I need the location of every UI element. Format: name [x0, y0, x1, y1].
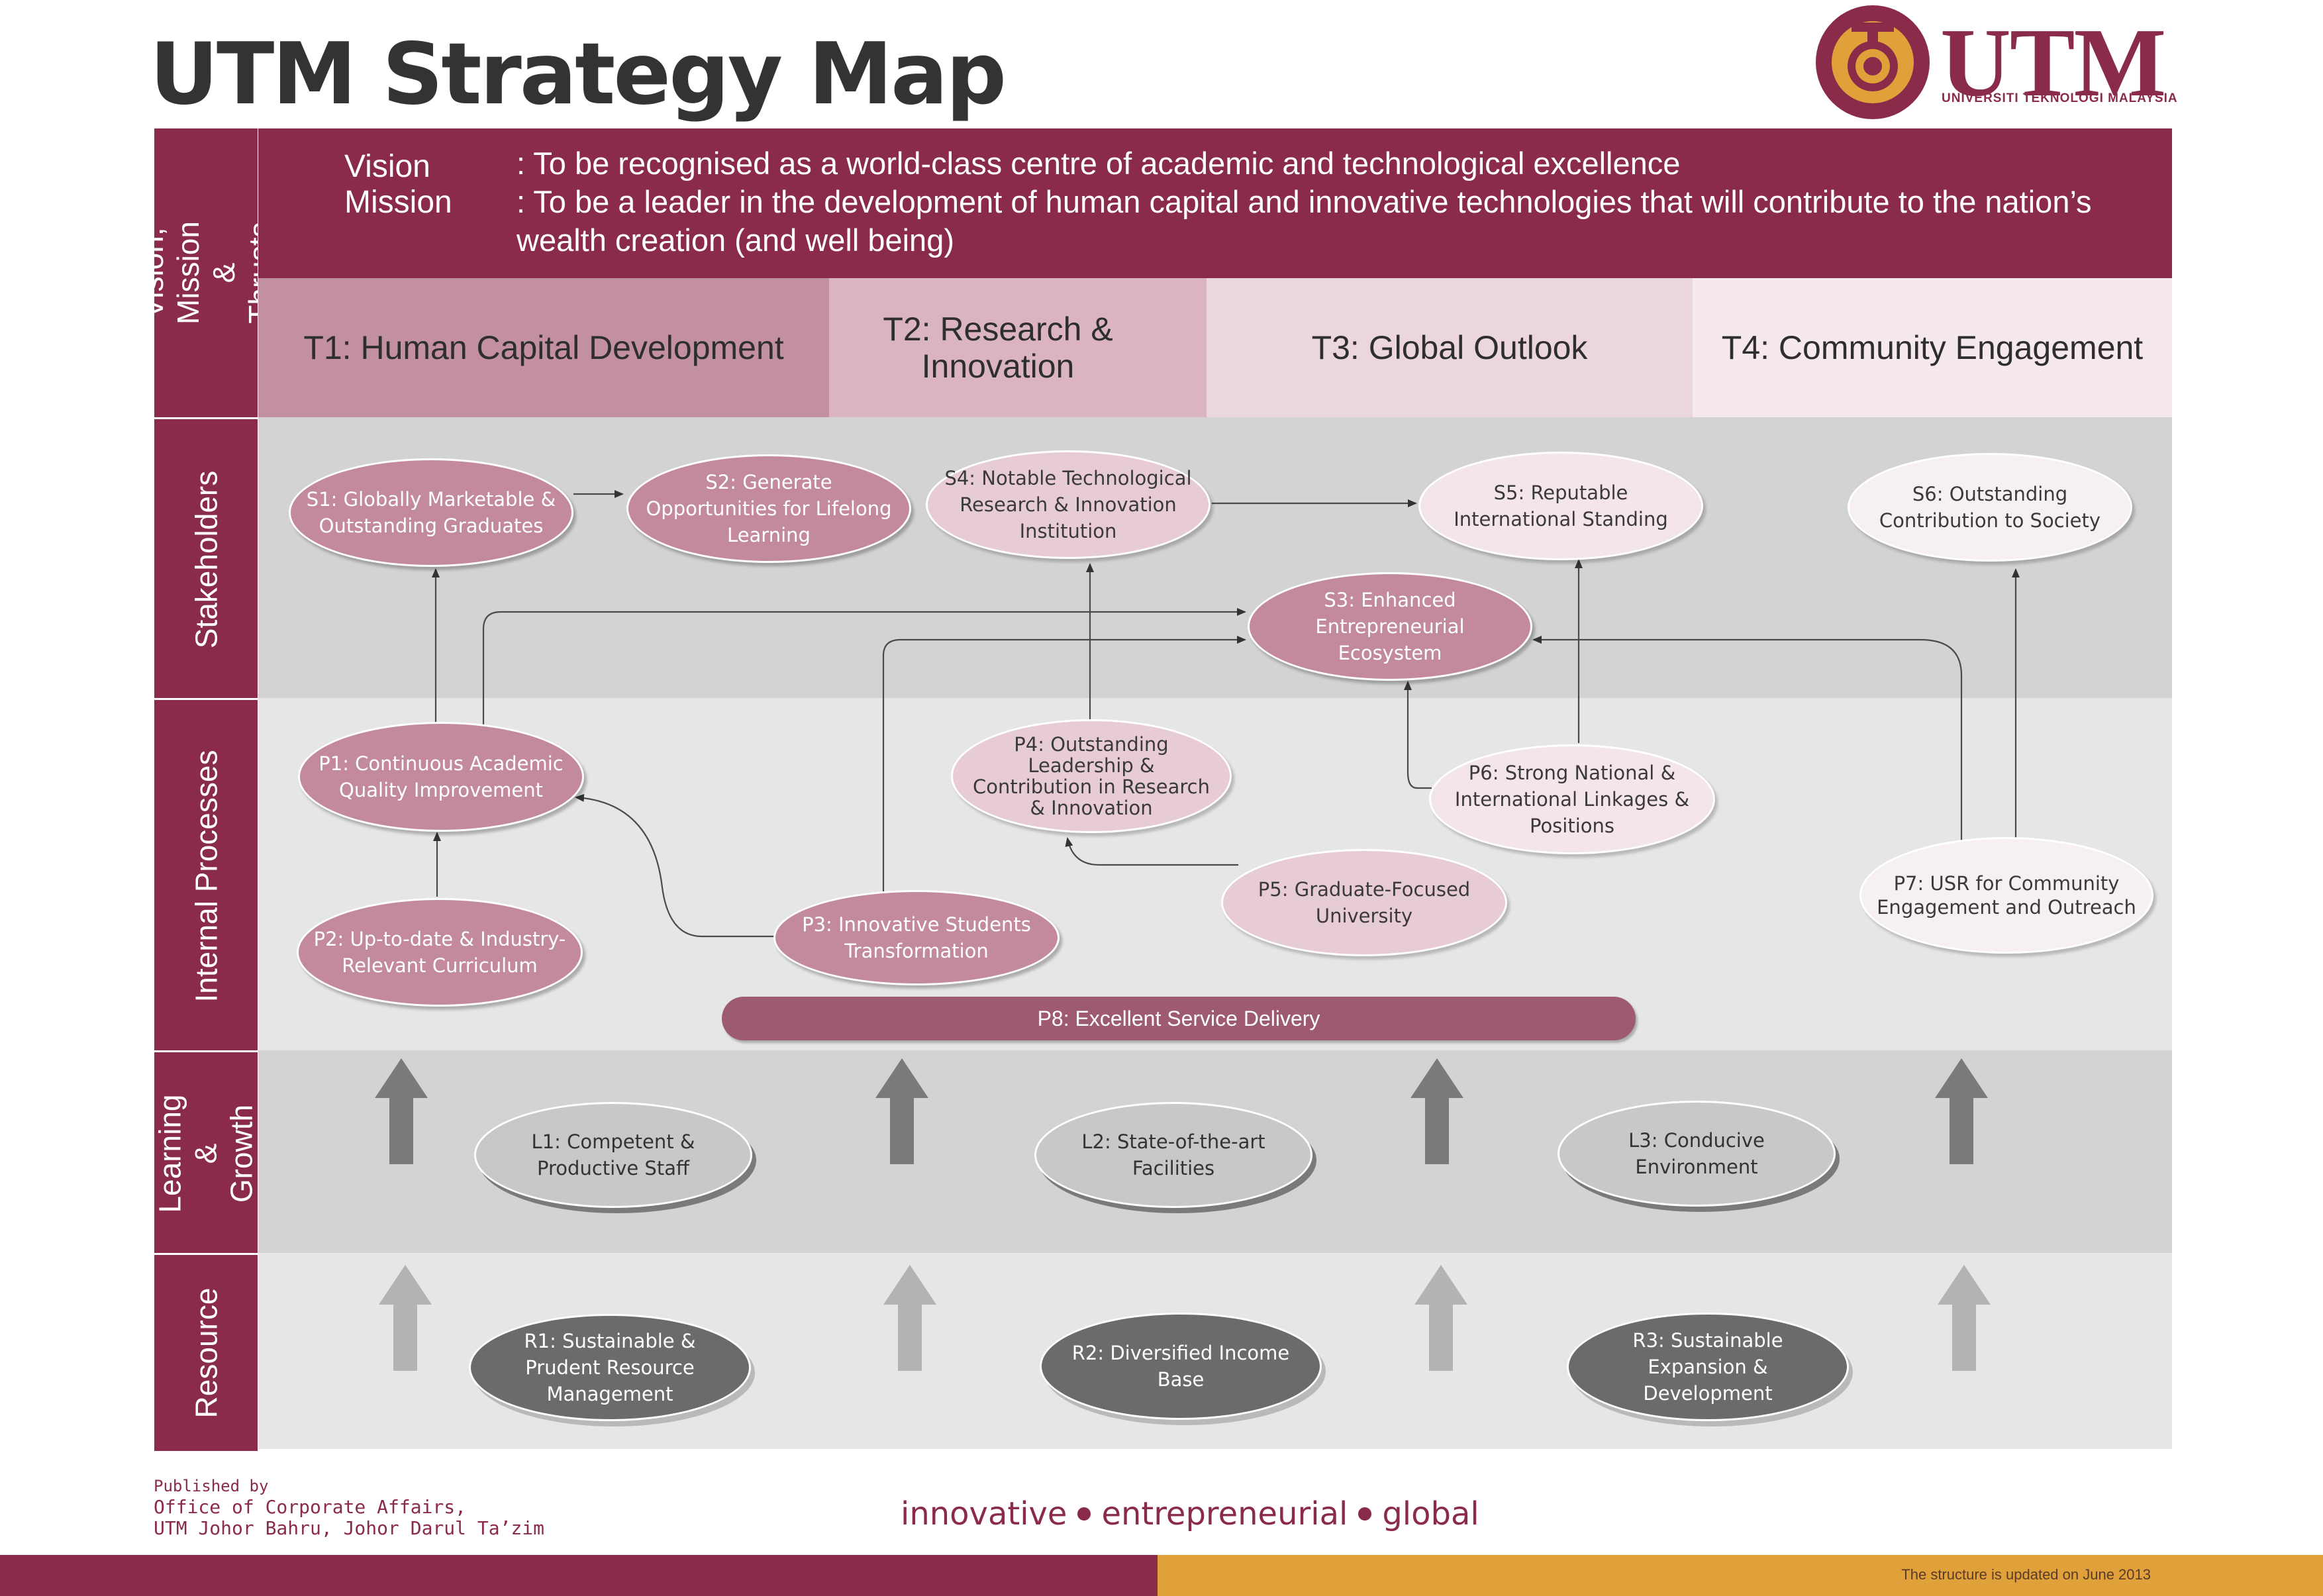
publisher-office: Office of Corporate Affairs,: [154, 1496, 467, 1518]
thrust-t4: T4: Community Engagement: [1693, 278, 2172, 417]
learning-arrow-2: [875, 1058, 928, 1164]
stakeholders-band: [258, 417, 2172, 698]
node-s1: S1: Globally Marketable & Outstanding Gr…: [289, 458, 573, 567]
tagline-entrepreneurial: entrepreneurial: [1101, 1495, 1348, 1532]
logo-wordmark: UTM: [1940, 9, 2166, 117]
resource-arrow-4: [1938, 1265, 1991, 1371]
node-p3: P3: Innovative Students Transformation: [773, 890, 1060, 985]
node-l3: L3: Conducive Environment: [1557, 1101, 1836, 1207]
row-label-learning: Learning & Growth: [153, 1050, 259, 1255]
mission-text: : To be a leader in the development of h…: [517, 184, 2092, 258]
node-p5: P5: Graduate-Focused University: [1221, 849, 1507, 956]
footer-bar-maroon: [0, 1555, 1158, 1596]
row-label-stakeholders: Stakeholders: [154, 417, 258, 700]
vision-text: : To be recognised as a world-class cent…: [517, 146, 1681, 181]
publisher-address: UTM Johor Bahru, Johor Darul Ta’zim: [154, 1517, 545, 1539]
publisher-info: Published by Office of Corporate Affairs…: [154, 1475, 544, 1539]
node-s3: S3: Enhanced Entrepreneurial Ecosystem: [1248, 572, 1532, 681]
node-s2: S2: Generate Opportunities for Lifelong …: [626, 454, 911, 563]
row-label-resource: Resource: [154, 1253, 258, 1451]
vision-label: Vision: [344, 149, 430, 184]
resource-arrow-1: [379, 1265, 432, 1371]
node-p1: P1: Continuous Academic Quality Improvem…: [298, 722, 584, 832]
update-note: The structure is updated on June 2013: [1901, 1566, 2151, 1583]
vision-mission-panel: Vision Mission : To be recognised as a w…: [258, 128, 2172, 278]
tagline: innovative entrepreneurial global: [901, 1495, 1479, 1532]
row-label-vision: Vision, Mission & Thrusts: [135, 128, 277, 417]
tagline-global: global: [1382, 1495, 1479, 1532]
row-label-internal: Internal Processes: [154, 698, 258, 1052]
learning-arrow-3: [1410, 1058, 1463, 1164]
arrow-p3-p1: [575, 793, 775, 938]
node-s6: S6: Outstanding Contribution to Society: [1848, 453, 2132, 562]
learning-arrow-1: [375, 1058, 428, 1164]
node-r3: R3: Sustainable Expansion & Development: [1567, 1313, 1849, 1421]
utm-seal-logo: [1816, 5, 1930, 119]
node-r1: R1: Sustainable & Prudent Resource Manag…: [469, 1314, 751, 1421]
arrow-p1-s3: [482, 608, 1246, 724]
resource-arrow-2: [883, 1265, 936, 1371]
node-s5: S5: Reputable International Standing: [1418, 452, 1703, 560]
node-p6: P6: Strong National & International Link…: [1429, 744, 1715, 854]
tagline-innovative: innovative: [901, 1495, 1067, 1532]
footer-bar-gold: [1158, 1555, 2323, 1596]
node-l2: L2: State-of-the-art Facilities: [1034, 1102, 1312, 1208]
logo-subtitle: UNIVERSITI TEKNOLOGI MALAYSIA: [1942, 91, 2178, 105]
arrow-p3-s3: [882, 636, 1246, 894]
node-s4: S4: Notable Technological Research & Inn…: [926, 450, 1211, 559]
node-p7: P7: USR for Community Engagement and Out…: [1859, 837, 2153, 954]
thrust-t2: T2: Research & Innovation: [829, 278, 1207, 417]
bullet-dot: [1077, 1507, 1091, 1521]
learning-arrow-4: [1935, 1058, 1988, 1164]
node-l1: L1: Competent & Productive Staff: [474, 1102, 752, 1208]
thrust-t3: T3: Global Outlook: [1207, 278, 1693, 417]
arrow-p7-s3: [1532, 636, 1963, 841]
arrow-p6-s3: [1404, 681, 1432, 789]
bullet-dot: [1358, 1507, 1372, 1521]
published-by-label: Published by: [154, 1477, 269, 1495]
node-p8-service-delivery: P8: Excellent Service Delivery: [722, 997, 1636, 1040]
node-r2: R2: Diversified Income Base: [1040, 1313, 1322, 1420]
resource-arrow-3: [1414, 1265, 1467, 1371]
thrust-t1: T1: Human Capital Development: [258, 278, 829, 417]
node-p4: P4: Outstanding Leadership & Contributio…: [951, 719, 1232, 833]
arrow-p5-p4: [1065, 837, 1238, 866]
node-p2: P2: Up-to-date & Industry-Relevant Curri…: [297, 898, 583, 1007]
page-title: UTM Strategy Map: [150, 25, 1007, 124]
mission-label: Mission: [344, 185, 452, 220]
